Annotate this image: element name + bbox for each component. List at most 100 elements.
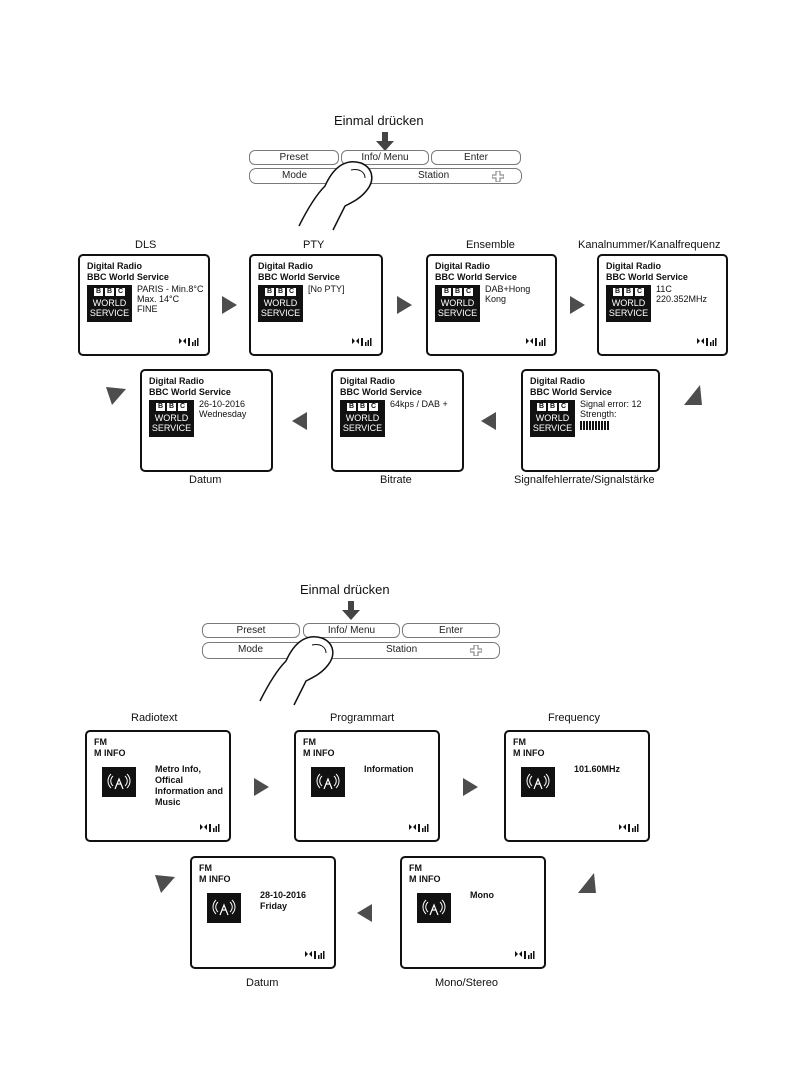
finger-icon	[259, 636, 334, 706]
bitrate-text: 64kps / DAB +	[390, 399, 448, 409]
screen-title: Digital Radio	[87, 261, 143, 271]
station-name: BBC World Service	[149, 387, 231, 397]
channel-text: 11C 220.352MHz	[656, 284, 708, 304]
up-left-arrow-icon	[106, 387, 126, 405]
fm-screen-radiotext: FM M INFO Metro Info, Offical Informatio…	[85, 730, 231, 842]
dls-text: PARIS - Min.8°C Max. 14°C FINE	[137, 284, 204, 314]
down-arrow-icon	[342, 601, 360, 620]
screen-title: Digital Radio	[530, 376, 586, 386]
fm-screen-date: FM M INFO 28-10-2016 Friday	[190, 856, 336, 969]
next-arrow-icon	[463, 778, 478, 796]
screen-title: Digital Radio	[258, 261, 314, 271]
signal-icon	[200, 824, 220, 832]
next-arrow-icon	[222, 296, 237, 314]
station-name: M INFO	[513, 748, 545, 758]
signal-icon	[697, 338, 717, 346]
station-button[interactable]: Station	[386, 644, 418, 655]
mode-button[interactable]: Mode	[238, 644, 264, 655]
down-left-arrow-icon	[578, 873, 596, 893]
radiotext-text: Metro Info, Offical Information and Musi…	[155, 764, 223, 807]
previous-arrow-icon	[292, 412, 307, 430]
mono-text: Mono	[470, 890, 494, 900]
radio-antenna-icon	[311, 767, 345, 797]
signal-icon	[526, 338, 546, 346]
control-panel: Preset Info/ Menu Enter Mode Station	[249, 150, 522, 231]
enter-button[interactable]: Enter	[402, 623, 500, 638]
screen-title: FM	[409, 863, 422, 873]
station-button[interactable]: Station	[418, 170, 450, 181]
station-name: BBC World Service	[606, 272, 688, 282]
screen-title: FM	[303, 737, 316, 747]
next-arrow-icon	[570, 296, 585, 314]
fm-screen-programmart: FM M INFO Information	[294, 730, 440, 842]
screen-title: FM	[513, 737, 526, 747]
station-name: M INFO	[94, 748, 126, 758]
screen-title: FM	[199, 863, 212, 873]
caption-date: Datum	[189, 474, 222, 486]
station-name: BBC World Service	[340, 387, 422, 397]
signal-strength-bar	[580, 421, 609, 430]
caption-channel: Kanalnummer/Kanalfrequenz	[578, 239, 721, 251]
signal-icon	[179, 338, 199, 346]
pty-text: [No PTY]	[308, 284, 345, 294]
preset-button[interactable]: Preset	[249, 150, 339, 165]
date-text: 26-10-2016 Wednesday	[199, 399, 247, 419]
signal-text: Signal error: 12 Strength:	[580, 399, 642, 419]
down-left-arrow-icon	[684, 385, 702, 405]
caption-frequency: Frequency	[548, 712, 600, 724]
next-arrow-icon	[397, 296, 412, 314]
mode-station-bar: Mode Station	[249, 168, 522, 184]
plus-icon	[492, 171, 504, 182]
fm-date-text: 28-10-2016 Friday	[260, 890, 307, 911]
up-left-arrow-icon	[155, 875, 175, 893]
station-name: BBC World Service	[435, 272, 517, 282]
caption-mono-stereo: Mono/Stereo	[435, 977, 498, 989]
fm-screen-mono: FM M INFO Mono	[400, 856, 546, 969]
signal-icon	[305, 951, 325, 959]
screen-title: Digital Radio	[340, 376, 396, 386]
station-name: BBC World Service	[530, 387, 612, 397]
previous-arrow-icon	[357, 904, 372, 922]
caption-signal: Signalfehlerrate/Signalstärke	[514, 474, 655, 486]
radio-antenna-icon	[521, 767, 555, 797]
station-name: M INFO	[409, 874, 441, 884]
programmart-text: Information	[364, 764, 414, 774]
ensemble-text: DAB+Hong Kong	[485, 284, 531, 304]
signal-icon	[352, 338, 372, 346]
radio-antenna-icon	[417, 893, 451, 923]
caption-fm-date: Datum	[246, 977, 279, 989]
caption-dls: DLS	[135, 239, 157, 251]
mode-station-bar: Mode Station	[202, 642, 500, 659]
finger-icon	[298, 161, 373, 231]
plus-icon	[470, 645, 482, 656]
fm-screen-frequency: FM M INFO 101.60MHz	[504, 730, 650, 842]
info-menu-button[interactable]: Info/ Menu	[303, 623, 400, 638]
station-name: BBC World Service	[258, 272, 340, 282]
caption-pty: PTY	[303, 239, 325, 251]
radio-antenna-icon	[102, 767, 136, 797]
enter-button[interactable]: Enter	[431, 150, 521, 165]
station-name: M INFO	[199, 874, 231, 884]
info-menu-button[interactable]: Info/ Menu	[341, 150, 429, 165]
mode-button[interactable]: Mode	[282, 170, 308, 181]
screen-title: Digital Radio	[606, 261, 662, 271]
signal-icon	[515, 951, 535, 959]
signal-icon	[409, 824, 429, 832]
previous-arrow-icon	[481, 412, 496, 430]
preset-button[interactable]: Preset	[202, 623, 300, 638]
press-once-label: Einmal drücken	[334, 113, 424, 128]
next-arrow-icon	[254, 778, 269, 796]
press-once-label: Einmal drücken	[300, 582, 390, 597]
